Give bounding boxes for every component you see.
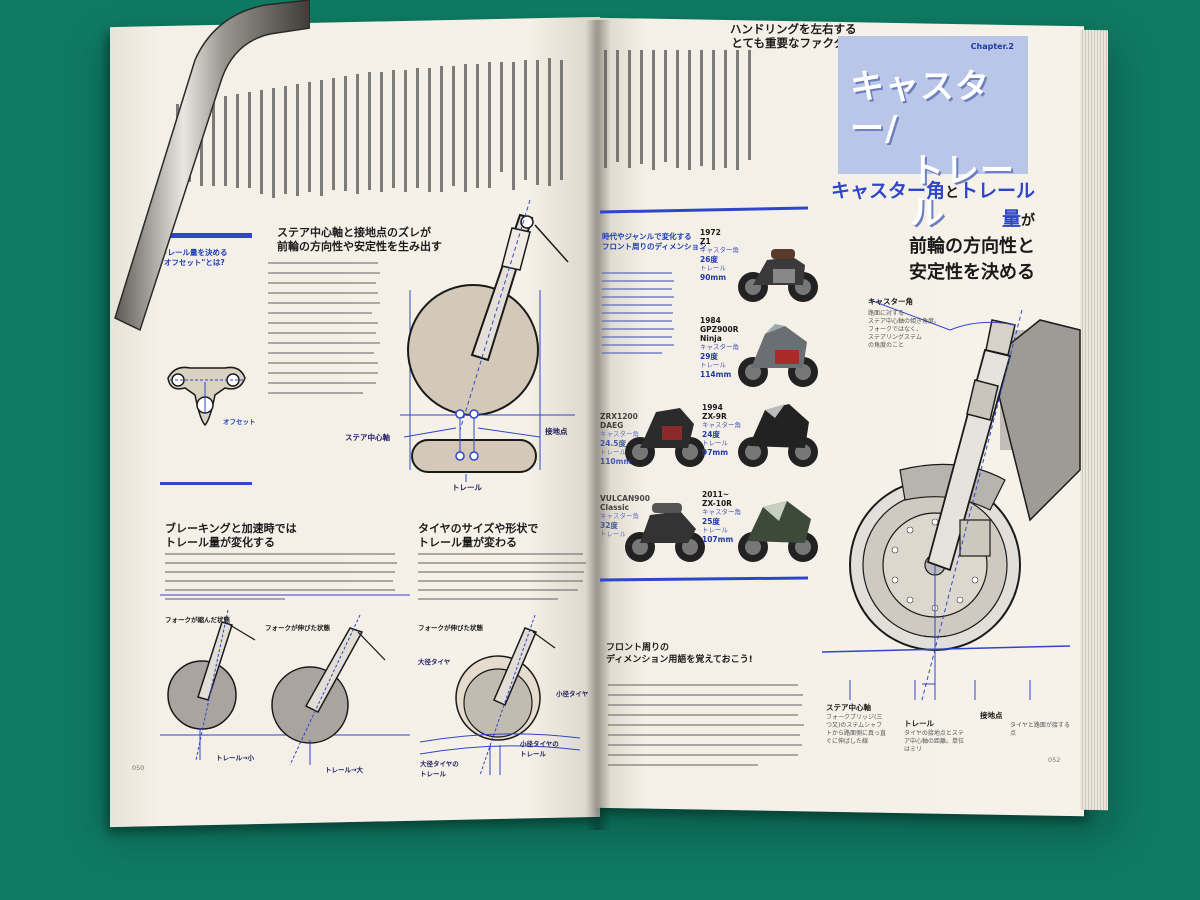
intro-heading: ハンドリングを左右する とても重要なファクター [730,22,857,50]
tire-size-diagram [419,614,581,776]
offset-label: オフセット [223,418,256,426]
offset-sidebar: トレール量を決める "オフセット"とは? [160,235,252,485]
bike-thumbnails [625,249,818,562]
bike-trail: 107mm [702,535,734,544]
bike-trail-label: トレール [700,361,726,369]
large-tire-label: 大径タイヤ [418,658,451,666]
bike-model: ZRX1200 DAEG [600,412,638,430]
right-page-number: 052 [1048,756,1061,764]
small-tire-trail-label: 小径タイヤの トレール [520,740,559,758]
main-title-line3: 安定性を決める [909,262,1035,283]
bike-caster-label: キャスター角 [600,512,639,520]
fork-compressed-label: フォークが縮んだ状態 [165,616,230,624]
chapter-title-line1: キャスター/ [850,67,990,149]
bike-spec-gpz900r: 1984 GPZ900R Ninja キャスター角 29度 トレール 114mm [700,316,739,379]
bike-caster: 29度 [700,352,718,361]
bike-trail: 90mm [700,273,727,282]
large-tire-trail-label: 大径タイヤの トレール [420,760,459,778]
bike-caster-label: キャスター角 [702,421,741,429]
bike-caster: 24.5度 [600,439,627,448]
front-wheel-diagram [821,299,1081,701]
bike-caster: 26度 [700,255,718,264]
fork-extended-label: フォークが伸びた状態 [265,624,330,632]
bike-year: 2011~ [702,490,730,499]
bike-caster-label: キャスター角 [702,508,741,516]
contact-term: 接地点 [980,711,1003,720]
bike-caster: 32度 [600,521,618,530]
trail-large-label: トレール→大 [325,766,363,774]
chapter-title: キャスター/ トレール [850,66,1028,234]
bike-caster-label: キャスター角 [700,343,739,351]
bike-caster-label: キャスター角 [600,430,639,438]
bike-spec-zx10r: 2011~ ZX-10R キャスター角 25度 トレール 107mm [702,490,741,544]
bike-trail-label: トレール [600,448,626,456]
bike-year: 1984 [700,316,721,325]
bike-year: 1972 [700,228,721,237]
trail-label: トレール [452,483,482,492]
braking-heading: ブレーキングと加速時では トレール量が変化する [165,522,297,549]
bike-caster-label: キャスター角 [700,246,739,254]
caster-angle-label: キャスター角 [868,297,913,306]
steer-axis-desc: フォークブリッジ(三 つ又)のステムシャフ トから路面側に真っ直 ぐに伸ばした線 [826,714,887,745]
braking-diagrams [160,594,410,766]
bike-trail-label: トレール [700,264,726,272]
bike-trail: 110mm [600,457,632,466]
bike-model: ZX-10R [702,499,732,508]
bike-trail-label: トレール [702,526,728,534]
sidebar-title: トレール量を決める "オフセット"とは? [160,248,228,267]
bike-spec-vulcan900: VULCAN900 Classic キャスター角 32度 トレール [600,494,650,539]
main-title-caster: キャスター角 [830,180,945,202]
bike-trail-label: トレール [600,530,626,538]
main-title-trail: トレール量 [958,180,1035,230]
handlebar-object [114,0,310,332]
trail-term: トレール [904,719,934,728]
contact-desc: タイヤと路面が接する点 [1010,722,1070,737]
front-dims-heading: フロント周りの ディメンション用語を覚えておこう! [606,643,753,665]
left-page-number: 050 [132,764,145,772]
steering-geometry-diagram [400,199,575,482]
bike-trail: 97mm [702,448,729,457]
trail-desc: タイヤの接地点とステ ア中心軸の距離。単位 はミリ [904,730,965,753]
small-tire-label: 小径タイヤ [556,690,589,698]
main-title: キャスター角とトレール量が 前輪の方向性と 安定性を決める [825,178,1035,286]
steer-axis-term: ステア中心軸 [826,703,871,712]
chapter-box: Chapter.2 キャスター/ トレール [838,36,1028,233]
offset-clamp-diagram [167,366,246,427]
caster-angle-desc: 路面に対する ステア中心軸の傾き角度。 フォークではなく、 ステアリングステム … [868,310,941,349]
bike-model: ZX-9R [702,412,727,421]
steer-axis-label: ステア中心軸 [345,433,390,442]
bike-caster: 25度 [702,517,720,526]
tire-heading: タイヤのサイズや形状で トレール量が変わる [418,522,539,549]
main-title-line2: 前輪の方向性と [909,236,1035,257]
bike-model: Z1 [700,237,711,246]
bike-trail-label: トレール [702,439,728,447]
history-heading: 時代やジャンルで変化する フロント周りのディメンション [602,232,707,251]
bike-year: 1994 [702,403,723,412]
trail-small-label: トレール→小 [216,754,254,762]
bike-spec-z1: 1972 Z1 キャスター角 26度 トレール 90mm [700,228,739,282]
main-title-to: と [944,185,959,201]
bike-spec-zrx1200: ZRX1200 DAEG キャスター角 24.5度 トレール 110mm [600,412,639,466]
bike-model: VULCAN900 Classic [600,494,650,512]
contact-point-label: 接地点 [545,427,568,436]
tire-fork-extended-label: フォークが伸びた状態 [418,624,483,632]
sidebar-rule-top [160,233,252,236]
chapter-tag: Chapter.2 [970,42,1014,51]
bike-trail: 114mm [700,370,732,379]
bike-spec-zx9r: 1994 ZX-9R キャスター角 24度 トレール 97mm [702,403,741,457]
main-title-ga: が [1021,213,1035,229]
chapter-title-line2: トレール [910,151,1015,233]
diagram-heading: ステア中心軸と接地点のズレが 前輪の方向性や安定性を生み出す [277,226,442,253]
bike-model: GPZ900R Ninja [700,325,739,343]
bike-caster: 24度 [702,430,720,439]
